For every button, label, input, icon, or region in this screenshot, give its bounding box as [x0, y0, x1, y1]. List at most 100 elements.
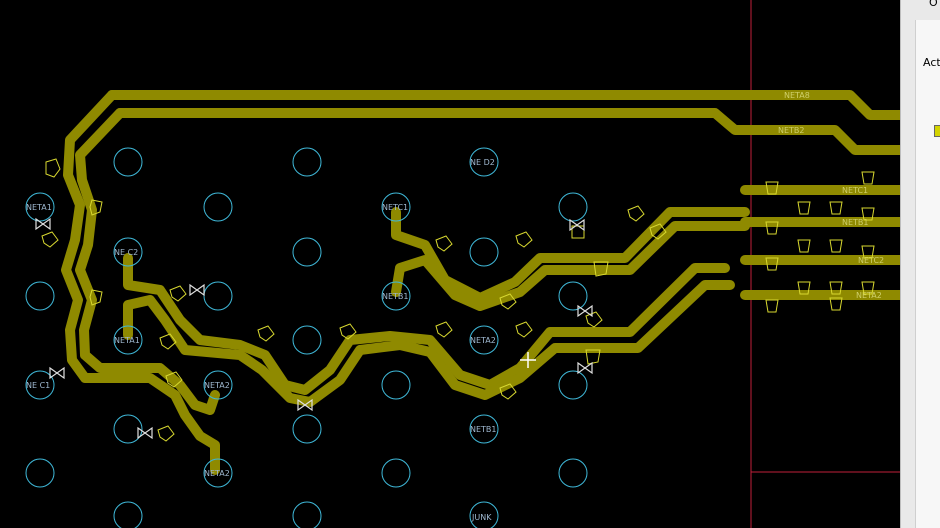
- trace-neta1-branch[interactable]: [123, 253, 730, 395]
- via-marker[interactable]: [157, 425, 175, 442]
- pad[interactable]: [381, 281, 411, 311]
- pad[interactable]: [203, 192, 233, 222]
- bowtie-marker[interactable]: [49, 366, 65, 380]
- via-marker[interactable]: [829, 239, 843, 253]
- net-label: NETB2: [778, 126, 805, 135]
- via-marker[interactable]: [499, 383, 517, 400]
- via-marker[interactable]: [649, 223, 667, 240]
- via-marker[interactable]: [41, 231, 59, 248]
- pad[interactable]: [558, 192, 588, 222]
- via-marker[interactable]: [797, 239, 811, 253]
- pad[interactable]: [25, 281, 55, 311]
- via-marker[interactable]: [339, 323, 357, 340]
- pad[interactable]: [113, 414, 143, 444]
- pad[interactable]: [469, 237, 499, 267]
- net-label-group: NETA8 NETB2 NETC1 NETB1 NETC2 NETA2: [778, 91, 884, 300]
- pad[interactable]: [292, 147, 322, 177]
- trace-netc1-branch[interactable]: [391, 207, 750, 303]
- via-marker[interactable]: [515, 231, 533, 248]
- bowtie-marker[interactable]: [577, 304, 593, 318]
- via-marker[interactable]: [89, 199, 103, 216]
- trace-outer-left-a[interactable]: [61, 90, 220, 475]
- bowtie-marker[interactable]: [297, 398, 313, 412]
- via-marker[interactable]: [765, 257, 779, 271]
- pad[interactable]: [381, 192, 411, 222]
- pad[interactable]: [203, 281, 233, 311]
- via-marker[interactable]: [169, 285, 187, 302]
- net-label: NETB1: [842, 218, 869, 227]
- via-marker[interactable]: [585, 349, 601, 365]
- pad[interactable]: [292, 325, 322, 355]
- trace-neta8[interactable]: [107, 90, 900, 120]
- pad[interactable]: [203, 370, 233, 400]
- bowtie-marker[interactable]: [35, 217, 51, 231]
- trace-neta2-branch[interactable]: [123, 280, 735, 407]
- via-marker[interactable]: [585, 311, 603, 328]
- net-label: NETA8: [784, 91, 810, 100]
- via-marker[interactable]: [515, 321, 533, 338]
- trace-outer-left-b[interactable]: [75, 108, 220, 415]
- bowtie-marker[interactable]: [569, 218, 585, 232]
- via-marker[interactable]: [571, 225, 585, 239]
- pad[interactable]: [381, 370, 411, 400]
- active-layer-color-swatch[interactable]: [934, 125, 940, 137]
- pad[interactable]: [381, 458, 411, 488]
- via-marker[interactable]: [861, 245, 875, 259]
- via-marker[interactable]: [435, 235, 453, 252]
- pad[interactable]: [113, 237, 143, 267]
- pin-label: NETB1: [470, 425, 497, 434]
- pad[interactable]: [558, 281, 588, 311]
- via-marker[interactable]: [499, 293, 517, 310]
- pad[interactable]: [292, 414, 322, 444]
- pad[interactable]: [113, 147, 143, 177]
- pad[interactable]: [558, 370, 588, 400]
- pin-label: NETA1: [114, 336, 140, 345]
- marker-group: [41, 158, 875, 442]
- via-marker[interactable]: [593, 261, 609, 277]
- via-marker[interactable]: [829, 281, 843, 295]
- pad[interactable]: [25, 370, 55, 400]
- properties-side-panel: O Act: [900, 0, 940, 528]
- pin-label: NETC1: [382, 203, 408, 212]
- via-marker[interactable]: [829, 297, 843, 311]
- via-marker[interactable]: [765, 221, 779, 235]
- via-marker[interactable]: [861, 171, 875, 185]
- pad[interactable]: [469, 325, 499, 355]
- pin-label: NE C2: [114, 248, 138, 257]
- pin-label: JUNK: [471, 513, 492, 522]
- via-marker[interactable]: [765, 299, 779, 313]
- pad[interactable]: [469, 414, 499, 444]
- pad[interactable]: [292, 501, 322, 528]
- via-marker[interactable]: [861, 281, 875, 295]
- via-marker[interactable]: [797, 201, 811, 215]
- via-marker[interactable]: [797, 281, 811, 295]
- pad[interactable]: [113, 501, 143, 528]
- via-marker[interactable]: [89, 289, 103, 306]
- via-marker[interactable]: [861, 207, 875, 221]
- pad[interactable]: [292, 237, 322, 267]
- pin-label: NETA2: [470, 336, 496, 345]
- pcb-drawing[interactable]: NETA1 NE C2 NETC1 NE C1 NETA1 NETA2 NETA…: [0, 0, 900, 528]
- trace-netb2[interactable]: [115, 108, 900, 155]
- pad[interactable]: [469, 147, 499, 177]
- via-marker[interactable]: [45, 158, 61, 178]
- via-marker[interactable]: [159, 333, 177, 350]
- via-marker[interactable]: [165, 371, 183, 388]
- pad[interactable]: [203, 458, 233, 488]
- pad[interactable]: [25, 458, 55, 488]
- pad[interactable]: [113, 325, 143, 355]
- via-marker[interactable]: [627, 205, 645, 222]
- via-marker[interactable]: [257, 325, 275, 342]
- bowtie-marker[interactable]: [137, 426, 153, 440]
- panel-active-label: Act: [923, 56, 940, 69]
- via-marker[interactable]: [829, 201, 843, 215]
- bowtie-marker[interactable]: [189, 283, 205, 297]
- via-marker[interactable]: [435, 321, 453, 338]
- pad[interactable]: [558, 458, 588, 488]
- pcb-layout-canvas[interactable]: NETA1 NE C2 NETC1 NE C1 NETA1 NETA2 NETA…: [0, 0, 900, 528]
- pin-label: NE D2: [470, 158, 495, 167]
- pad[interactable]: [469, 501, 499, 528]
- via-marker[interactable]: [765, 181, 779, 195]
- bowtie-marker[interactable]: [577, 361, 593, 375]
- pad[interactable]: [25, 192, 55, 222]
